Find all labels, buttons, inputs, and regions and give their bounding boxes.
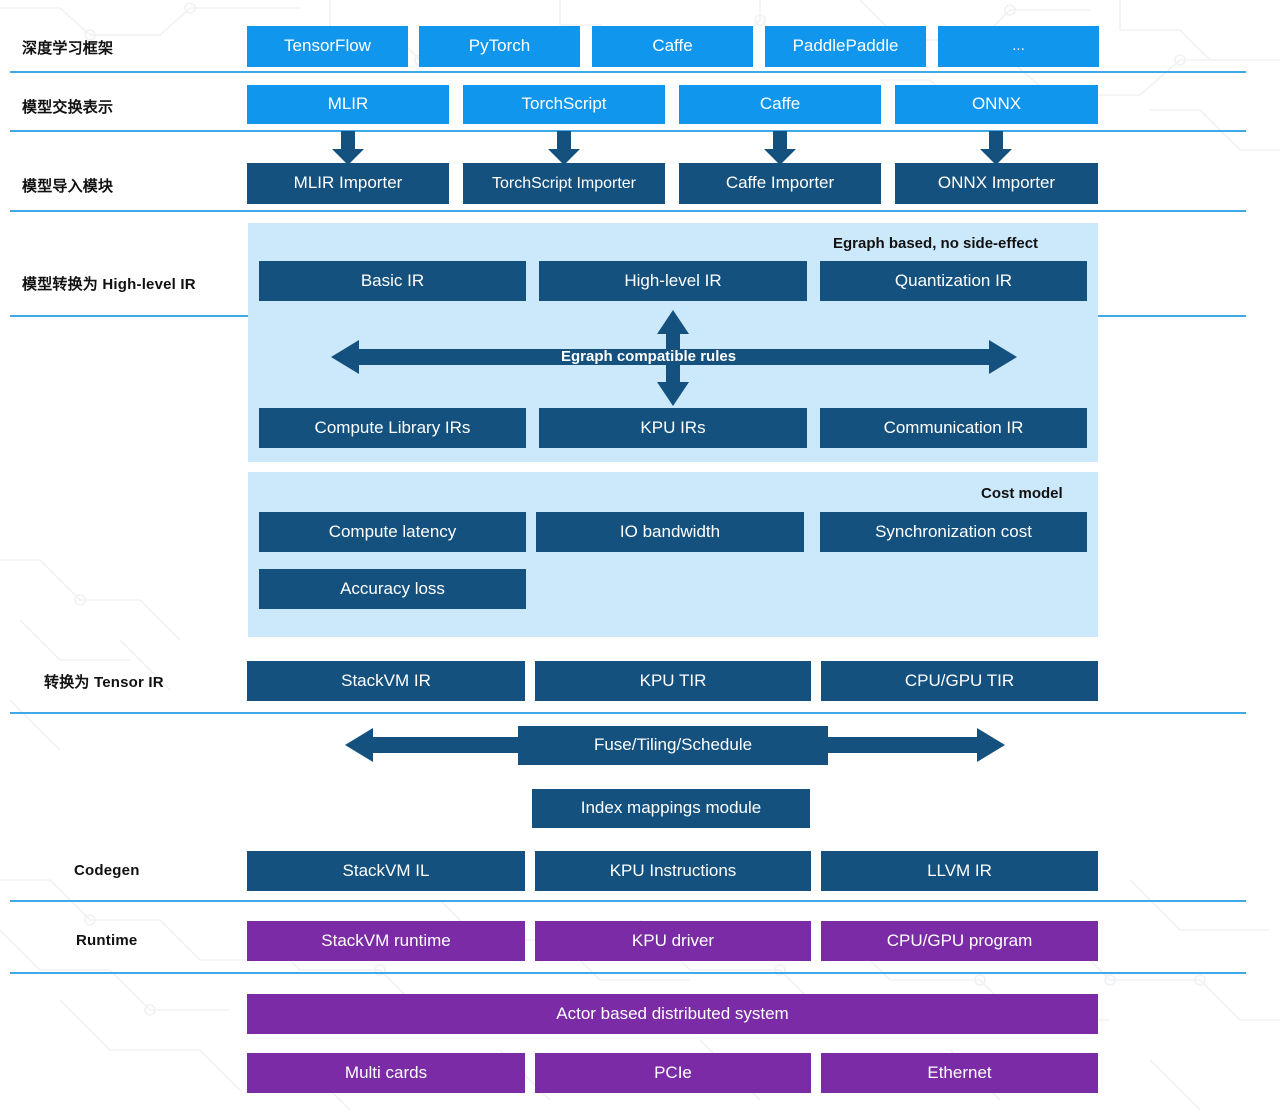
separator-line <box>10 972 1246 974</box>
row-label-frameworks: 深度学习框架 <box>22 40 114 57</box>
fuse-tiling-schedule-box[interactable]: Fuse/Tiling/Schedule <box>518 726 828 765</box>
separator-line <box>10 712 1246 714</box>
egraph-ir-box[interactable]: Basic IR <box>259 261 526 301</box>
row-label-exchange-format: 模型交换表示 <box>22 99 114 116</box>
distributed-system-banner[interactable]: Actor based distributed system <box>247 994 1098 1034</box>
runtime-box[interactable]: StackVM runtime <box>247 921 525 961</box>
row-label-high-level-ir: 模型转换为 High-level IR <box>22 276 196 293</box>
framework-box[interactable]: PyTorch <box>419 26 580 67</box>
egraph-ir-box[interactable]: High-level IR <box>539 261 807 301</box>
importer-box[interactable]: MLIR Importer <box>247 163 449 204</box>
runtime-box[interactable]: CPU/GPU program <box>821 921 1098 961</box>
interconnect-box[interactable]: PCIe <box>535 1053 811 1093</box>
cost-metric-box[interactable]: Compute latency <box>259 512 526 552</box>
codegen-box[interactable]: KPU Instructions <box>535 851 811 891</box>
interconnect-box[interactable]: Ethernet <box>821 1053 1098 1093</box>
cost-metric-box[interactable]: Accuracy loss <box>259 569 526 609</box>
tensor-ir-box[interactable]: CPU/GPU TIR <box>821 661 1098 701</box>
exchange-format-box[interactable]: TorchScript <box>463 85 665 124</box>
egraph-rules-label: Egraph compatible rules <box>561 348 737 365</box>
codegen-box[interactable]: StackVM IL <box>247 851 525 891</box>
framework-box[interactable]: TensorFlow <box>247 26 408 67</box>
egraph-ir-box[interactable]: Quantization IR <box>820 261 1087 301</box>
interconnect-box[interactable]: Multi cards <box>247 1053 525 1093</box>
separator-line <box>10 210 1246 212</box>
runtime-box[interactable]: KPU driver <box>535 921 811 961</box>
index-mappings-module-box[interactable]: Index mappings module <box>532 789 810 828</box>
framework-box[interactable]: Caffe <box>592 26 753 67</box>
egraph-target-ir-box[interactable]: Compute Library IRs <box>259 408 526 448</box>
exchange-format-box[interactable]: Caffe <box>679 85 881 124</box>
separator-line <box>10 130 1246 132</box>
importer-box[interactable]: ONNX Importer <box>895 163 1098 204</box>
cost-metric-box[interactable]: IO bandwidth <box>536 512 804 552</box>
row-label-tensor-ir: 转换为 Tensor IR <box>44 674 164 691</box>
row-label-importers: 模型导入模块 <box>22 178 114 195</box>
egraph-target-ir-box[interactable]: Communication IR <box>820 408 1087 448</box>
exchange-format-box[interactable]: ONNX <box>895 85 1098 124</box>
cost-model-caption: Cost model <box>981 485 1063 502</box>
egraph-target-ir-box[interactable]: KPU IRs <box>539 408 807 448</box>
importer-box[interactable]: TorchScript Importer <box>463 163 665 204</box>
row-label-runtime: Runtime <box>76 932 138 949</box>
tensor-ir-box[interactable]: KPU TIR <box>535 661 811 701</box>
codegen-box[interactable]: LLVM IR <box>821 851 1098 891</box>
row-label-codegen: Codegen <box>74 862 140 879</box>
framework-box[interactable]: ... <box>938 26 1099 67</box>
separator-line <box>10 71 1246 73</box>
egraph-panel-caption: Egraph based, no side-effect <box>833 235 1039 252</box>
tensor-ir-box[interactable]: StackVM IR <box>247 661 525 701</box>
cost-metric-box[interactable]: Synchronization cost <box>820 512 1087 552</box>
exchange-format-box[interactable]: MLIR <box>247 85 449 124</box>
cost-model-panel <box>248 472 1098 637</box>
separator-line <box>10 900 1246 902</box>
importer-box[interactable]: Caffe Importer <box>679 163 881 204</box>
framework-box[interactable]: PaddlePaddle <box>765 26 926 67</box>
